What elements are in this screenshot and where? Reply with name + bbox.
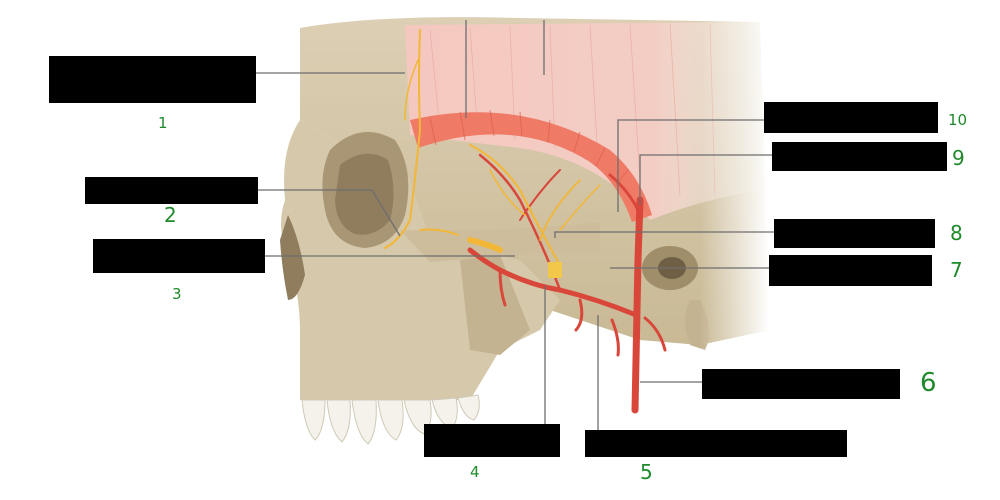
nasal-aperture: [280, 215, 305, 300]
label-number-4: 4: [470, 463, 480, 481]
label-mask-6: [702, 369, 900, 399]
label-mask-7: [769, 255, 932, 286]
label-mask-10: [764, 102, 938, 133]
label-number-7: 7: [950, 258, 963, 282]
label-number-9: 9: [952, 146, 965, 170]
label-number-10: 10: [948, 111, 968, 129]
nerve-ganglion: [548, 262, 562, 278]
maxillary-artery: [467, 247, 639, 318]
leader-lines: [256, 20, 774, 430]
zygomaticotemporal-nerve: [384, 29, 422, 249]
label-mask-5: [585, 430, 847, 457]
superficial-temporal-artery: [631, 196, 644, 414]
label-mask-1: [49, 56, 256, 103]
label-mask-3: [93, 239, 265, 273]
label-number-3: 3: [172, 285, 182, 303]
label-number-2: 2: [164, 203, 177, 227]
label-mask-8: [774, 219, 935, 248]
label-mask-9: [772, 142, 947, 171]
label-number-6: 6: [920, 368, 937, 398]
label-number-8: 8: [950, 221, 963, 245]
label-mask-4: [424, 424, 560, 457]
nerves: [384, 29, 601, 266]
label-mask-2: [85, 177, 258, 204]
label-number-1: 1: [158, 114, 168, 132]
label-number-5: 5: [640, 460, 653, 484]
temporalis-muscle: [410, 112, 652, 222]
temporal-fascia: [405, 22, 760, 220]
